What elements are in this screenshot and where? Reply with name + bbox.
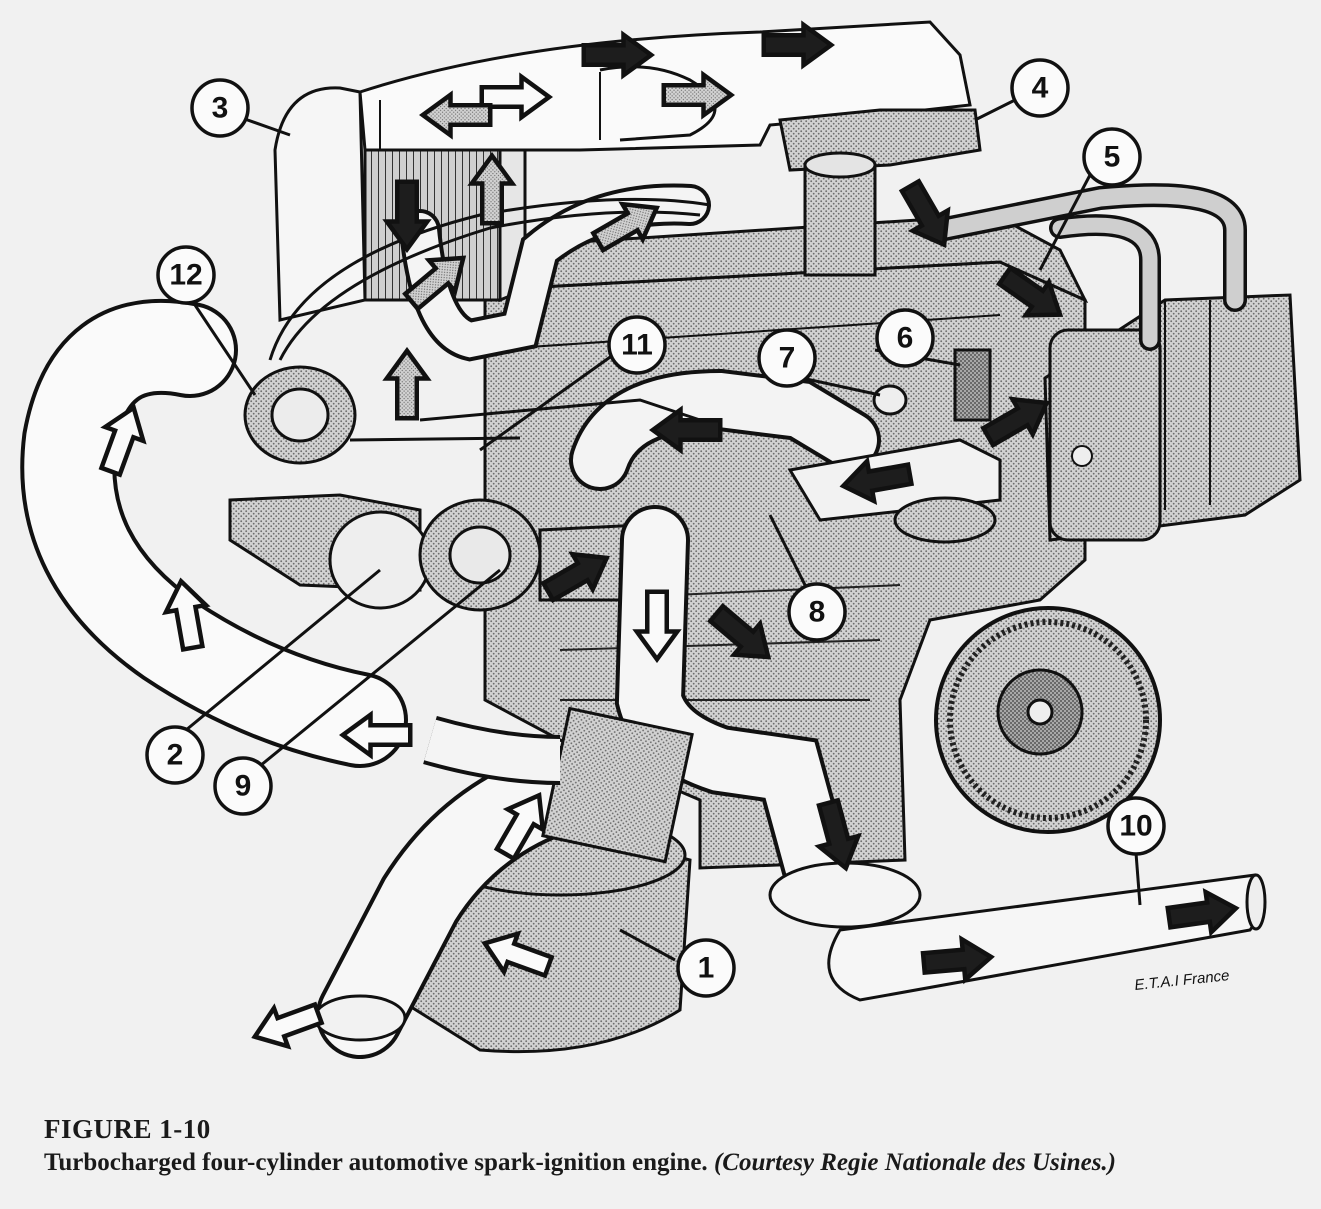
callout-8: 8 xyxy=(787,582,847,642)
svg-text:8: 8 xyxy=(809,596,826,629)
throttle-body xyxy=(778,108,982,277)
figure-description: Turbocharged four-cylinder automotive sp… xyxy=(44,1146,1304,1180)
svg-text:9: 9 xyxy=(235,770,252,803)
callout-11: 11 xyxy=(607,315,667,375)
airflow-meter xyxy=(541,706,694,864)
svg-text:12: 12 xyxy=(169,259,202,292)
flow-arrow-icon xyxy=(248,995,325,1056)
callout-5: 5 xyxy=(1082,127,1142,187)
callout-1: 1 xyxy=(676,938,736,998)
intake-loop-pipe xyxy=(20,298,408,768)
svg-text:11: 11 xyxy=(621,329,653,362)
callout-10: 10 xyxy=(1106,796,1166,856)
figure-caption: FIGURE 1-10 Turbocharged four-cylinder a… xyxy=(44,1112,1304,1180)
courtesy-text: (Courtesy Regie Nationale des Usines.) xyxy=(713,1149,1117,1176)
svg-text:5: 5 xyxy=(1104,141,1121,174)
svg-text:7: 7 xyxy=(779,342,796,375)
illustration-credit: E.T.A.I France xyxy=(1134,967,1231,994)
callout-2: 2 xyxy=(145,725,205,785)
svg-text:2: 2 xyxy=(167,739,184,772)
svg-text:3: 3 xyxy=(212,92,229,125)
flow-arrow-icon xyxy=(387,351,428,419)
figure-number: FIGURE 1-10 xyxy=(44,1114,211,1144)
flywheel xyxy=(934,606,1162,834)
callout-4: 4 xyxy=(1010,58,1070,118)
callout-6: 6 xyxy=(875,308,935,368)
callout-9: 9 xyxy=(213,756,273,816)
caption-text: Turbocharged four-cylinder automotive sp… xyxy=(44,1149,708,1176)
svg-text:1: 1 xyxy=(698,952,715,985)
reservoir xyxy=(1043,293,1302,542)
callout-7: 7 xyxy=(757,328,817,388)
callout-12: 12 xyxy=(156,245,216,305)
callouts: 1 2 3 4 5 6 7 8 9 10 11 12 xyxy=(145,58,1166,998)
svg-text:10: 10 xyxy=(1119,810,1152,843)
callout-3: 3 xyxy=(190,78,250,138)
svg-text:4: 4 xyxy=(1032,72,1049,105)
svg-text:6: 6 xyxy=(897,322,914,355)
